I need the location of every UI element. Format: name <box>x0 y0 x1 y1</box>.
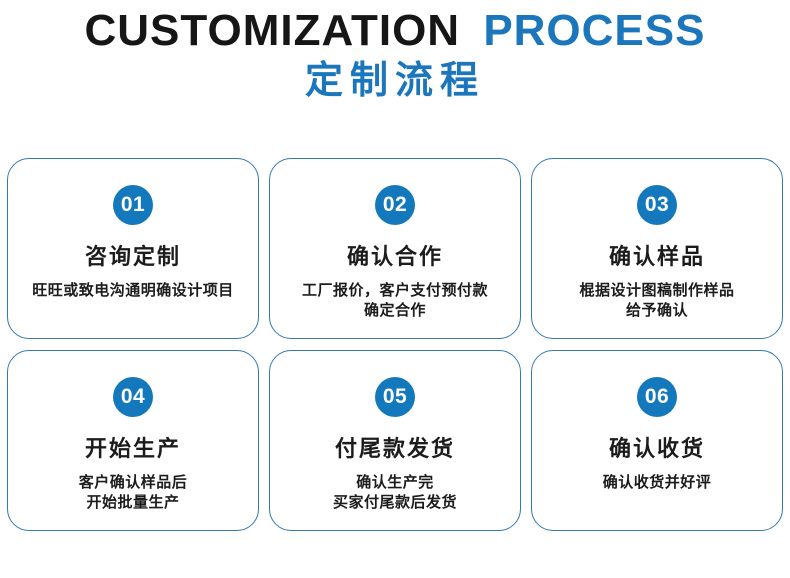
step-card-3: 03 确认样品 棍据设计图稿制作样品 给予确认 <box>531 158 783 339</box>
step-title: 咨询定制 <box>84 244 181 269</box>
step-number-badge: 02 <box>375 185 415 225</box>
step-card-6: 06 确认收货 确认收货并好评 <box>531 350 783 531</box>
step-title: 确认收货 <box>608 436 705 461</box>
process-steps-grid: 01 咨询定制 旺旺或致电沟通明确设计项目 02 确认合作 工厂报价，客户支付预… <box>7 158 783 531</box>
page-subtitle-cn: 定制流程 <box>304 60 485 102</box>
step-card-2: 02 确认合作 工厂报价，客户支付预付款 确定合作 <box>269 158 521 339</box>
step-card-4: 04 开始生产 客户确认样品后 开始批量生产 <box>7 350 259 531</box>
page-title-en-blue: PROCESS <box>483 6 706 55</box>
step-title: 开始生产 <box>84 436 181 461</box>
step-description: 棍据设计图稿制作样品 给予确认 <box>579 282 735 319</box>
step-number-badge: 03 <box>637 185 677 225</box>
step-card-1: 01 咨询定制 旺旺或致电沟通明确设计项目 <box>7 158 259 339</box>
step-card-5: 05 付尾款发货 确认生产完 买家付尾款后发货 <box>269 350 521 531</box>
step-number-badge: 01 <box>113 185 153 225</box>
step-number-badge: 06 <box>637 377 677 417</box>
step-description: 确认生产完 买家付尾款后发货 <box>332 474 457 511</box>
page-title-en-black: CUSTOMIZATION <box>84 6 461 55</box>
step-description: 确认收货并好评 <box>602 474 712 491</box>
step-title: 确认样品 <box>608 244 705 269</box>
step-description: 旺旺或致电沟通明确设计项目 <box>32 282 234 299</box>
step-title: 确认合作 <box>346 244 443 269</box>
step-number-badge: 05 <box>375 377 415 417</box>
step-title: 付尾款发货 <box>334 436 455 461</box>
step-description: 工厂报价，客户支付预付款 确定合作 <box>301 282 488 319</box>
step-description: 客户确认样品后 开始批量生产 <box>78 474 188 511</box>
step-number-badge: 04 <box>113 377 153 417</box>
page-title: CUSTOMIZATION PROCESS <box>0 6 790 56</box>
